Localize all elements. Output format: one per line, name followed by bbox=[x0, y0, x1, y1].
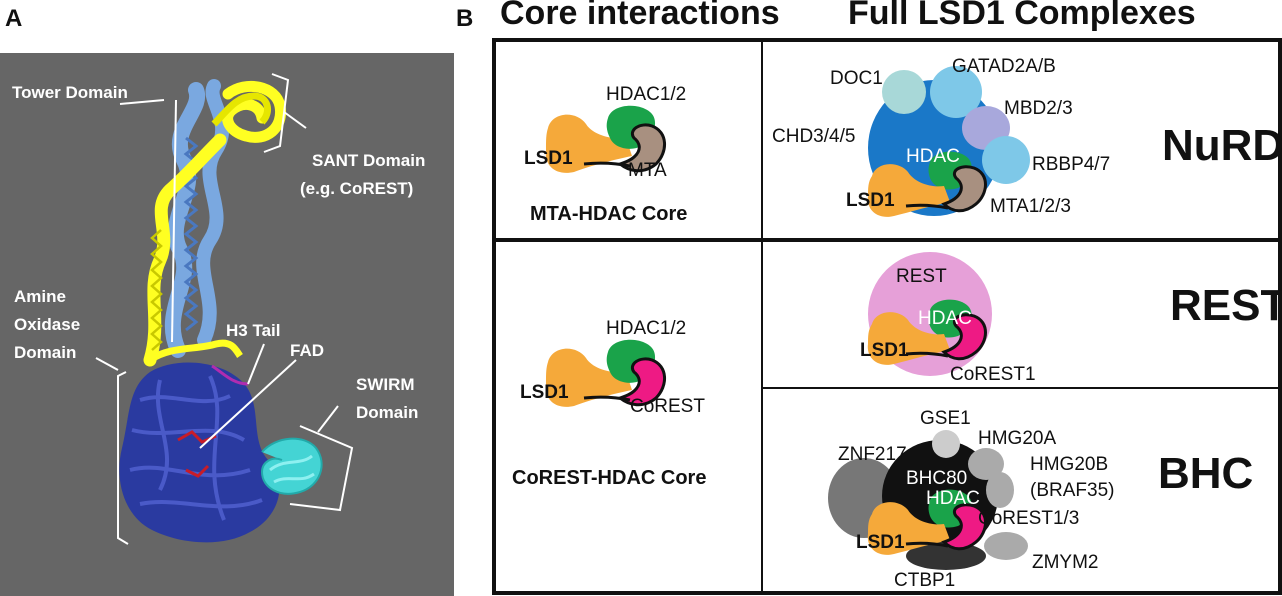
corest-shape bbox=[941, 313, 987, 361]
bhc-braf35-label: (BRAF35) bbox=[1030, 480, 1114, 501]
corest-hdac-core-diagram bbox=[545, 339, 666, 407]
sant-leader bbox=[283, 111, 307, 129]
yellow-loop bbox=[147, 339, 243, 363]
bhc-znf217-label: ZNF217 bbox=[838, 444, 907, 465]
sant-domain-shape-2 bbox=[211, 92, 272, 127]
lsd1-shape bbox=[545, 114, 632, 173]
gatad2-shape bbox=[930, 66, 982, 118]
bhc-name: BHC bbox=[1158, 449, 1253, 498]
nurd-complex-diagram bbox=[867, 66, 1030, 217]
mta-shape bbox=[616, 123, 666, 173]
tower-domain-label: Tower Domain bbox=[12, 83, 128, 102]
mta-tail bbox=[905, 203, 949, 210]
zmym2-shape bbox=[984, 532, 1028, 560]
sant-domain-shape bbox=[222, 80, 287, 143]
corest-core-corest-label: CoREST bbox=[630, 396, 705, 417]
fad-leader bbox=[199, 359, 297, 449]
tower-bracket bbox=[171, 99, 177, 343]
nurd-lsd1-label: LSD1 bbox=[846, 190, 895, 211]
lsd1-structure-render bbox=[95, 73, 354, 545]
mta-core-hdac-label: HDAC1/2 bbox=[606, 84, 686, 105]
swirm-leader bbox=[317, 405, 339, 433]
nurd-chd-label: CHD3/4/5 bbox=[772, 126, 855, 147]
nurd-hdac-label: HDAC bbox=[906, 146, 960, 167]
amine-leader bbox=[95, 357, 119, 371]
nurd-doc1-label: DOC1 bbox=[830, 68, 883, 89]
swirm-bracket bbox=[289, 425, 354, 512]
rest-complex-diagram bbox=[867, 252, 992, 376]
lsd1-shape bbox=[867, 164, 950, 217]
gse1-shape bbox=[932, 430, 960, 458]
swirm-label-2: Domain bbox=[356, 403, 418, 422]
corest-tail bbox=[905, 541, 949, 548]
corest-core-title: CoREST-HDAC Core bbox=[512, 467, 706, 489]
corest-tail bbox=[583, 395, 631, 402]
swirm-texture bbox=[269, 454, 315, 484]
fad-label: FAD bbox=[290, 341, 324, 360]
rest-hdac-label: HDAC bbox=[918, 308, 972, 329]
bhc-hmg20b-label: HMG20B bbox=[1030, 454, 1108, 475]
panel-b-label: B bbox=[456, 5, 473, 32]
mta-tail bbox=[583, 161, 631, 168]
amine-label-3: Domain bbox=[14, 343, 76, 362]
rest-lsd1-label: LSD1 bbox=[860, 340, 909, 361]
rbbp-shape bbox=[982, 136, 1030, 184]
corest-core-lsd1-label: LSD1 bbox=[520, 382, 569, 403]
nurd-gatad-label: GATAD2A/B bbox=[952, 56, 1056, 77]
bhc-hmg20a-label: HMG20A bbox=[978, 428, 1056, 449]
rest-rest-label: REST bbox=[896, 266, 947, 287]
doc1-shape bbox=[882, 70, 926, 114]
panel-a-label: A bbox=[5, 5, 22, 32]
corest-shape bbox=[941, 503, 987, 551]
mta-shape bbox=[941, 165, 987, 213]
corest-shape bbox=[616, 357, 666, 407]
nurd-rbbp-label: RBBP4/7 bbox=[1032, 154, 1110, 175]
bhc-complex-diagram bbox=[828, 430, 1028, 570]
complex-grid-border bbox=[492, 38, 1282, 595]
lsd1-shape bbox=[867, 312, 950, 365]
bhc-ctbp1-label: CTBP1 bbox=[894, 570, 955, 591]
nurd-mbd-label: MBD2/3 bbox=[1004, 98, 1073, 119]
corest-core-hdac-label: HDAC1/2 bbox=[606, 318, 686, 339]
bhc-corest-label: CoREST1/3 bbox=[978, 508, 1079, 529]
mta-core-mta-label: MTA bbox=[628, 160, 667, 181]
bhc-hdac-label: HDAC bbox=[926, 488, 980, 509]
bhc-bhc80-label: BHC80 bbox=[906, 468, 967, 489]
sant-domain-label-2: (e.g. CoREST) bbox=[300, 179, 413, 198]
amine-oxidase-texture bbox=[129, 375, 263, 521]
nurd-mta-label: MTA1/2/3 bbox=[990, 196, 1071, 217]
corest-linker-ripple bbox=[150, 229, 163, 351]
bhc-gse1-label: GSE1 bbox=[920, 408, 971, 429]
sant-domain-label-1: SANT Domain bbox=[312, 151, 425, 170]
header-full-complexes: Full LSD1 Complexes bbox=[848, 0, 1196, 32]
lsd1-shape bbox=[867, 502, 950, 555]
h3-leader bbox=[247, 343, 265, 385]
header-core-interactions: Core interactions bbox=[500, 0, 780, 32]
bhc-lsd1-label: LSD1 bbox=[856, 532, 905, 553]
rest-corest-label: CoREST1 bbox=[950, 364, 1036, 385]
nurd-name: NuRD bbox=[1162, 121, 1282, 170]
hmg20a-shape bbox=[968, 448, 1004, 480]
h3-tail-label: H3 Tail bbox=[226, 321, 280, 340]
corest-linker-helix bbox=[143, 133, 227, 367]
bhc-zmym2-label: ZMYM2 bbox=[1032, 552, 1099, 573]
rest-name: REST bbox=[1170, 281, 1282, 330]
swirm-label-1: SWIRM bbox=[356, 375, 415, 394]
amine-label-2: Oxidase bbox=[14, 315, 80, 334]
mta-hdac-core-diagram bbox=[545, 105, 666, 173]
tower-leader bbox=[119, 99, 165, 105]
amine-bracket bbox=[117, 371, 129, 545]
corest-tail bbox=[905, 351, 949, 358]
swirm-domain-shape bbox=[260, 437, 323, 495]
mta-core-lsd1-label: LSD1 bbox=[524, 148, 573, 169]
mta-core-title: MTA-HDAC Core bbox=[530, 203, 687, 225]
hmg20b-shape bbox=[986, 472, 1014, 508]
tower-helix-1 bbox=[164, 82, 206, 358]
h3-tail-peptide bbox=[211, 364, 249, 386]
lsd1-shape bbox=[545, 348, 632, 407]
amine-label-1: Amine bbox=[14, 287, 66, 306]
